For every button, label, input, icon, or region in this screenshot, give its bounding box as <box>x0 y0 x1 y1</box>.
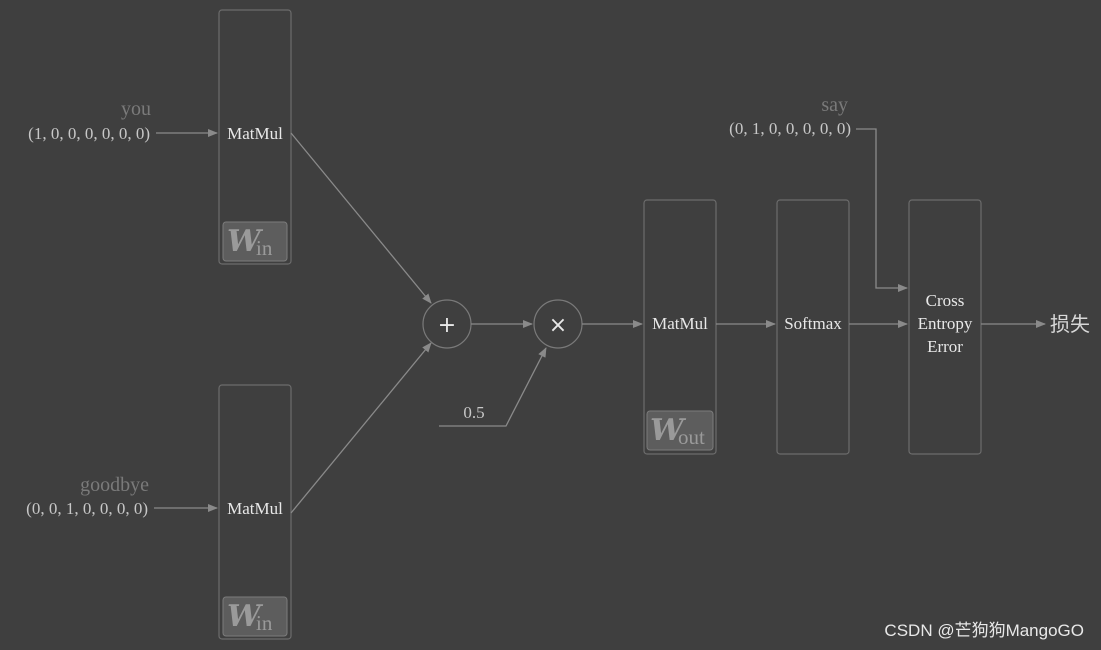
arrow-top-to-add <box>290 132 432 304</box>
svg-text:W: W <box>227 224 264 259</box>
add-symbol: + <box>438 313 456 338</box>
weight-win-bottom: W in <box>222 596 288 637</box>
arrow-target-to-loss <box>856 128 908 292</box>
weight-win-top: W in <box>222 221 288 262</box>
cross-entropy-line1: Cross <box>926 291 965 310</box>
arrow-scale-to-multiply <box>439 347 547 427</box>
input-vector-bottom: (0, 0, 1, 0, 0, 0, 0) <box>26 499 148 518</box>
svg-text:W: W <box>650 413 687 448</box>
input-word-top: you <box>121 98 151 120</box>
softmax-box <box>776 199 850 455</box>
weight-wout: W out <box>646 410 714 451</box>
arrow-bottom-to-add <box>290 342 432 514</box>
softmax-label: Softmax <box>784 314 842 333</box>
cross-entropy-line3: Error <box>927 337 963 356</box>
matmul-in-top-label: MatMul <box>227 124 283 143</box>
matmul-in-top-box <box>218 9 292 265</box>
matmul-out-box <box>643 199 717 455</box>
matmul-in-bottom-label: MatMul <box>227 499 283 518</box>
target-vector: (0, 1, 0, 0, 0, 0, 0) <box>729 119 851 138</box>
loss-label: 损失 <box>1050 312 1090 336</box>
watermark: CSDN @芒狗狗MangoGO <box>884 621 1084 640</box>
input-vector-top: (1, 0, 0, 0, 0, 0, 0) <box>28 124 150 143</box>
input-word-bottom: goodbye <box>80 474 149 496</box>
svg-text:W: W <box>227 599 264 634</box>
svg-text:out: out <box>678 425 705 449</box>
cross-entropy-box <box>908 199 982 455</box>
multiply-symbol: × <box>549 313 567 338</box>
scale-value: 0.5 <box>463 403 484 422</box>
target-word: say <box>821 94 848 116</box>
svg-text:in: in <box>256 236 273 260</box>
matmul-out-label: MatMul <box>652 314 708 333</box>
cross-entropy-line2: Entropy <box>918 314 973 333</box>
svg-text:in: in <box>256 611 273 635</box>
